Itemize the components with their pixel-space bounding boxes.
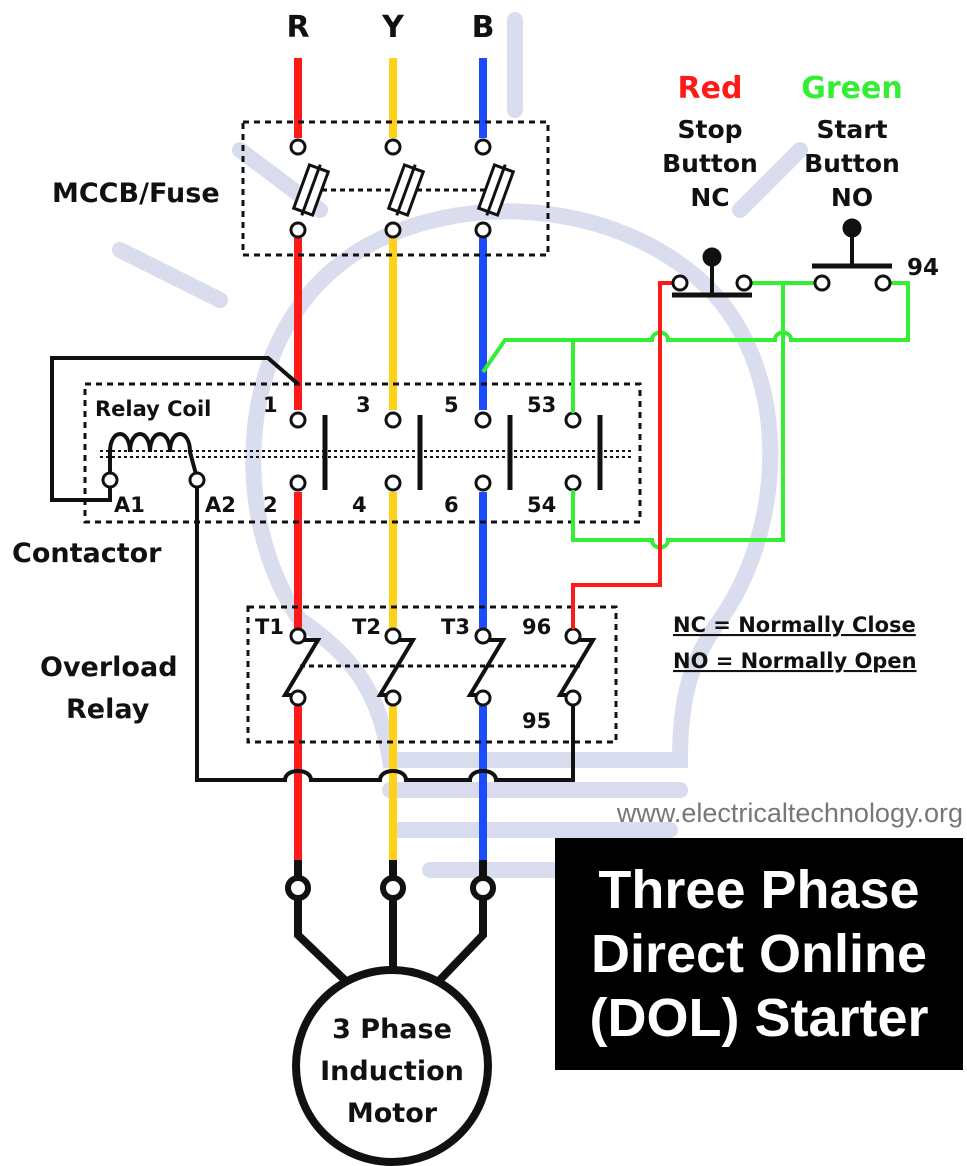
stop-push-button	[671, 247, 753, 298]
relay-coil	[108, 432, 199, 479]
legend-no: NO = Normally Open	[673, 649, 917, 673]
start-push-button	[812, 218, 892, 292]
title-line-2: Direct Online	[590, 924, 928, 984]
overload-relay-block	[246, 605, 618, 744]
terminal-53: 53	[527, 393, 556, 417]
stop-label-line2: Button	[662, 149, 758, 178]
contactor-label: Contactor	[12, 538, 162, 569]
terminal-94: 94	[907, 255, 939, 281]
start-label-line1: Start	[816, 115, 887, 144]
start-label-line2: Button	[804, 149, 900, 178]
terminal-3: 3	[356, 393, 371, 417]
terminal-6: 6	[444, 493, 459, 517]
terminal-t1: T1	[255, 615, 284, 639]
phase-label-r: R	[286, 10, 309, 45]
terminal-54: 54	[527, 493, 556, 517]
motor-symbol	[292, 966, 492, 1166]
title-line-1: Three Phase	[598, 860, 920, 920]
overload-label-line1: Overload	[40, 652, 178, 683]
overload-label-line2: Relay	[66, 694, 150, 725]
terminal-5: 5	[444, 393, 459, 417]
stop-label-line1: Stop	[677, 115, 742, 144]
terminal-2: 2	[263, 493, 278, 517]
stop-color-label: Red	[678, 71, 743, 106]
terminal-4: 4	[352, 493, 367, 517]
motor-label-line3: Motor	[347, 1098, 438, 1129]
stop-label-type: NC	[690, 183, 729, 212]
terminal-96: 96	[522, 615, 551, 639]
phase-label-b: B	[472, 10, 495, 45]
phase-label-y: Y	[381, 10, 405, 45]
control-wire-red	[571, 281, 673, 629]
title-box: Three Phase Direct Online (DOL) Starter	[555, 838, 963, 1070]
terminal-95: 95	[522, 709, 551, 733]
terminal-1: 1	[263, 393, 278, 417]
terminal-t3: T3	[441, 615, 470, 639]
website-url: www.electricaltechnology.org	[616, 798, 963, 828]
terminal-t2: T2	[352, 615, 381, 639]
coil-terminal-a2: A2	[205, 493, 236, 517]
control-wire-black	[50, 356, 575, 782]
mccb-fuse-block	[241, 120, 550, 257]
fuse-elements	[291, 163, 516, 217]
start-label-type: NO	[831, 183, 873, 212]
motor-label-line1: 3 Phase	[332, 1014, 452, 1045]
coil-terminal-a1: A1	[114, 493, 145, 517]
motor-terminals	[285, 860, 496, 988]
start-color-label: Green	[801, 71, 902, 106]
mccb-label: MCCB/Fuse	[52, 178, 220, 209]
coil-label: Relay Coil	[95, 397, 211, 421]
lightbulb-watermark	[112, 12, 808, 878]
title-line-3: (DOL) Starter	[589, 988, 929, 1048]
legend-nc: NC = Normally Close	[673, 613, 916, 637]
motor-label-line2: Induction	[320, 1056, 464, 1087]
